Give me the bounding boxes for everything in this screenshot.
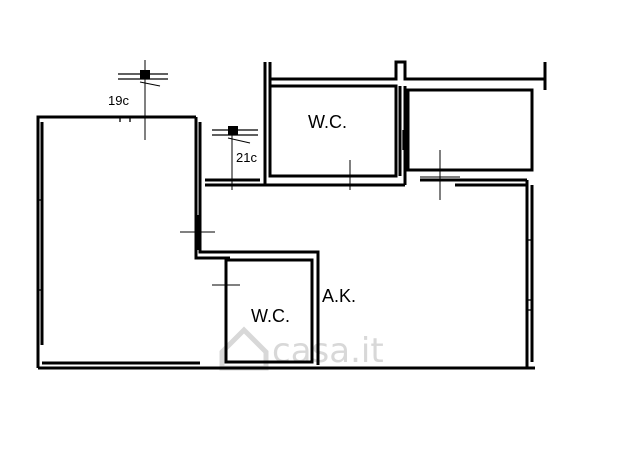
- crosshair-markers: [144, 60, 460, 300]
- house-logo-icon: [219, 326, 269, 371]
- room-label-ak: A.K.: [322, 286, 356, 306]
- walls: [36, 60, 547, 370]
- watermark-text: casa.it: [272, 331, 384, 371]
- watermark: casa.it: [219, 326, 384, 371]
- room-label-wc-bottom: W.C.: [251, 306, 290, 326]
- elevation-marker-19c: 19c: [108, 70, 168, 108]
- elevation-marker-21c: 21c: [212, 126, 258, 165]
- room-label-wc-top: W.C.: [308, 112, 347, 132]
- elevation-flag-icon: [140, 70, 150, 79]
- elevation-label-19c: 19c: [108, 93, 129, 108]
- elevation-flag-icon-2: [228, 126, 238, 135]
- elevation-label-21c: 21c: [236, 150, 257, 165]
- window-marks: [38, 117, 532, 311]
